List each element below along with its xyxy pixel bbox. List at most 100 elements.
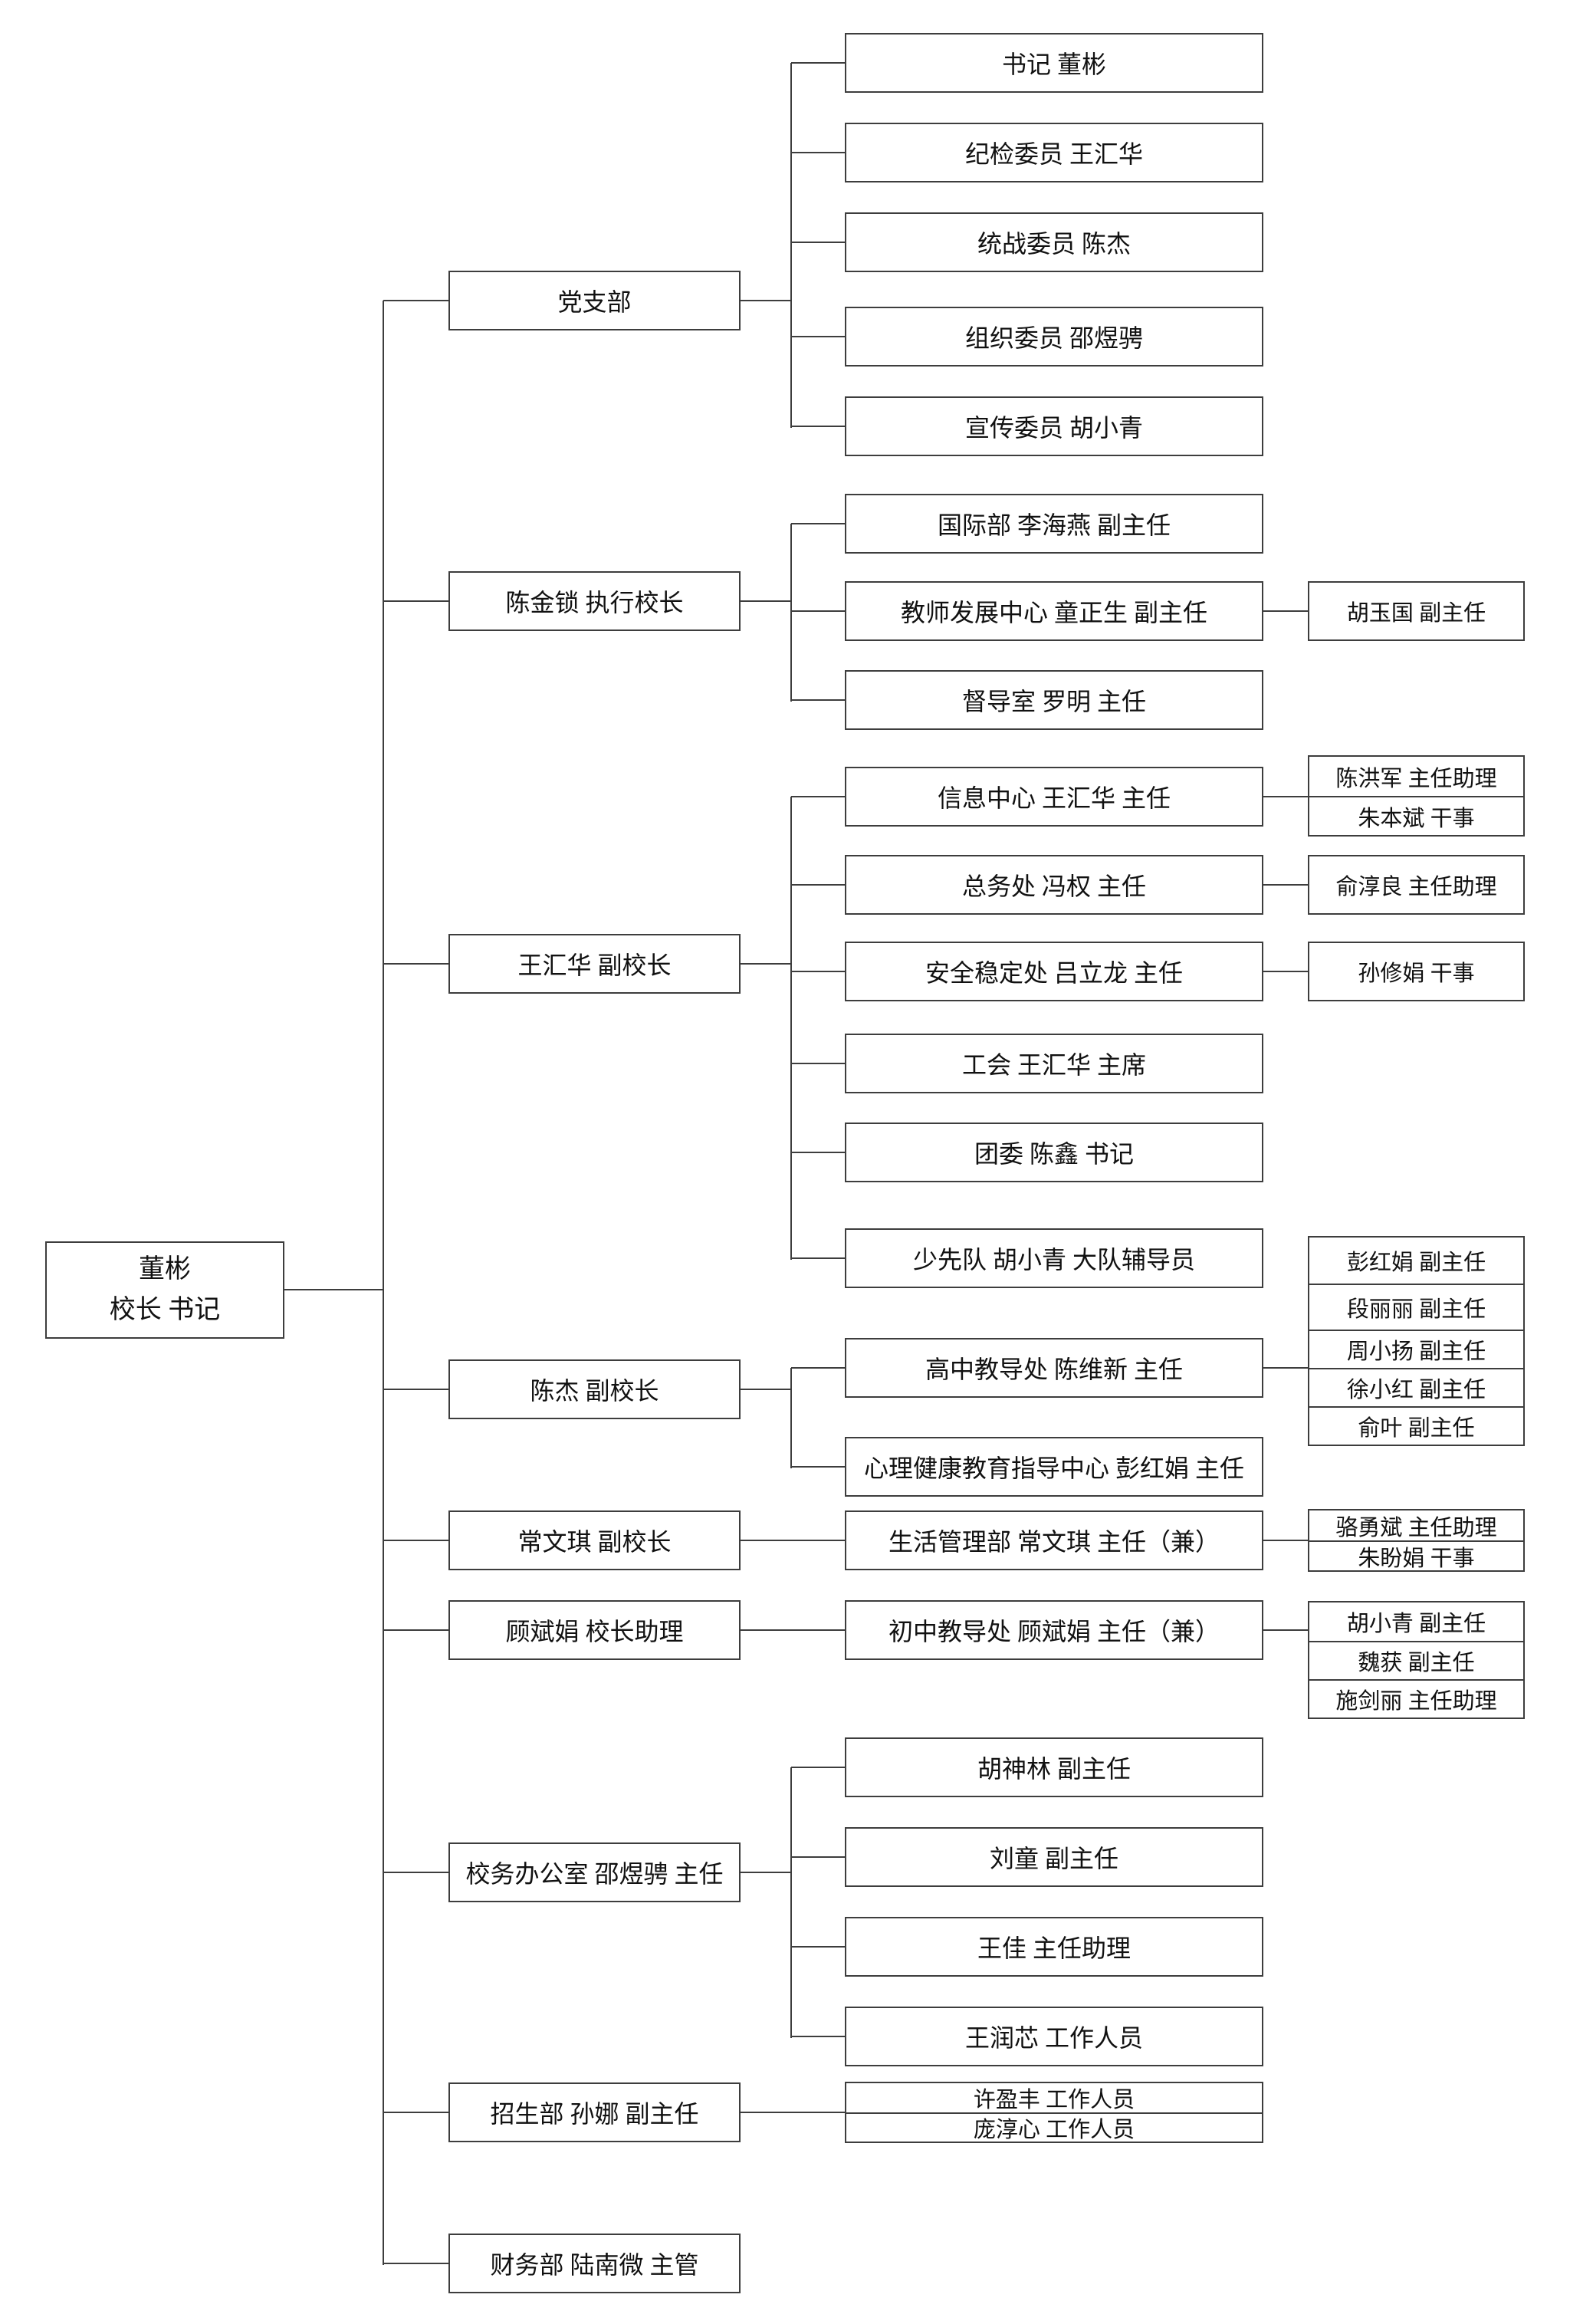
connector (791, 796, 845, 797)
node-organization-member: 组织委员 邵煜骋 (845, 307, 1263, 367)
node-executive-principal: 陈金锁 执行校长 (448, 571, 741, 631)
connector (383, 1540, 448, 1541)
node-staff-xuyingfeng: 许盈丰 工作人员 (973, 2088, 1135, 2112)
node-youth-league: 团委 陈鑫 书记 (845, 1123, 1263, 1182)
connector (790, 1368, 792, 1468)
connector (791, 699, 845, 701)
node-assistant-luoyongbin: 骆勇斌 主任助理 (1335, 1515, 1497, 1540)
connector (383, 2263, 448, 2264)
connector (791, 1152, 845, 1153)
node-finance-dept: 财务部 陆南微 主管 (448, 2234, 741, 2293)
connector (790, 1767, 792, 2038)
node-teacher-development-center: 教师发展中心 童正生 副主任 (845, 581, 1263, 641)
connector (741, 1540, 845, 1541)
node-deputy-director-hu: 胡神林 副主任 (845, 1737, 1263, 1797)
connector (791, 1767, 845, 1768)
node-publicity-member: 宣传委员 胡小青 (845, 396, 1263, 456)
node-principal-assistant-gu: 顾斌娟 校长助理 (448, 1600, 741, 1660)
node-secretary: 书记 董彬 (845, 33, 1263, 93)
node-vice-principal-chang: 常文琪 副校长 (448, 1510, 741, 1570)
connector (383, 2112, 448, 2113)
connector (791, 1856, 845, 1858)
node-labor-union: 工会 王汇华 主席 (845, 1034, 1263, 1093)
connector (383, 300, 448, 301)
node-party-branch: 党支部 (448, 271, 741, 330)
connector (741, 2112, 845, 2113)
connector (791, 1063, 845, 1064)
connector (383, 1389, 448, 1390)
connector (1263, 1629, 1308, 1631)
connector (791, 152, 845, 153)
connector (791, 523, 845, 524)
connector (1263, 884, 1308, 886)
node-international-dept: 国际部 李海燕 副主任 (845, 494, 1263, 554)
connector (383, 963, 448, 965)
connector (383, 1872, 448, 1873)
node-school-office: 校务办公室 邵煜骋 主任 (448, 1842, 741, 1902)
root-title: 校长 书记 (109, 1295, 221, 1324)
node-deputy-duanlili: 段丽丽 副主任 (1309, 1284, 1523, 1330)
stack-senior-high-deputies: 彭红娟 副主任 段丽丽 副主任 周小扬 副主任 徐小红 副主任 俞叶 副主任 (1308, 1236, 1525, 1446)
node-united-front-member: 统战委员 陈杰 (845, 212, 1263, 272)
stack-life-management-staff: 骆勇斌 主任助理 朱盼娟 干事 (1308, 1509, 1525, 1572)
node-information-center: 信息中心 王汇华 主任 (845, 767, 1263, 827)
node-assistant-yuchunliang: 俞淳良 主任助理 (1308, 855, 1525, 915)
connector (791, 2036, 845, 2037)
node-deputy-huxiaoqing: 胡小青 副主任 (1346, 1612, 1486, 1636)
node-clerk-zhupanjuan: 朱盼娟 干事 (1309, 1540, 1523, 1571)
node-deputy-director-liu: 刘童 副主任 (845, 1827, 1263, 1887)
connector (1263, 1540, 1308, 1541)
connector (1263, 610, 1308, 612)
connector (790, 524, 792, 702)
node-deputy-penghongjuan: 彭红娟 副主任 (1346, 1251, 1486, 1275)
node-vice-principal-chen: 陈杰 副校长 (448, 1359, 741, 1419)
node-senior-high-dean-office: 高中教导处 陈维新 主任 (845, 1338, 1263, 1398)
connector (791, 1466, 845, 1468)
node-clerk-zhubenbin: 朱本斌 干事 (1309, 796, 1523, 835)
root-name: 董彬 (139, 1254, 191, 1284)
node-deputy-director-huyuguo: 胡玉国 副主任 (1308, 581, 1525, 641)
node-admissions-dept: 招生部 孙娜 副主任 (448, 2082, 741, 2142)
node-deputy-zhouxiaoyang: 周小扬 副主任 (1309, 1330, 1523, 1368)
node-clerk-sunxiujuan: 孙修娟 干事 (1308, 942, 1525, 1001)
connector (383, 600, 448, 602)
stack-junior-high-staff: 胡小青 副主任 魏获 副主任 施剑丽 主任助理 (1308, 1601, 1525, 1719)
stack-information-center-staff: 陈洪军 主任助理 朱本斌 干事 (1308, 755, 1525, 837)
connector (741, 1629, 845, 1631)
connector (1263, 796, 1308, 797)
connector (791, 610, 845, 612)
node-supervision-office: 督导室 罗明 主任 (845, 670, 1263, 730)
connector (383, 1629, 448, 1631)
connector (790, 63, 792, 428)
connector (791, 242, 845, 243)
connector (741, 963, 791, 965)
connector (1263, 971, 1308, 972)
connector (790, 797, 792, 1260)
node-life-management-dept: 生活管理部 常文琪 主任（兼） (845, 1510, 1263, 1570)
connector (791, 426, 845, 427)
node-staff-wangrunxin: 王润芯 工作人员 (845, 2007, 1263, 2066)
node-general-affairs-office: 总务处 冯权 主任 (845, 855, 1263, 915)
node-young-pioneers: 少先队 胡小青 大队辅导员 (845, 1228, 1263, 1288)
connector (791, 971, 845, 972)
connector (791, 1946, 845, 1948)
connector (791, 1367, 845, 1369)
connector-trunk (383, 301, 384, 2265)
node-vice-principal-wang: 王汇华 副校长 (448, 934, 741, 994)
node-deputy-yuye: 俞叶 副主任 (1309, 1406, 1523, 1445)
stack-admissions-staff: 许盈丰 工作人员 庞淳心 工作人员 (845, 2082, 1263, 2143)
connector (741, 1389, 791, 1390)
connector (791, 336, 845, 337)
node-director-assistant-wangjia: 王佳 主任助理 (845, 1917, 1263, 1977)
connector (741, 1872, 791, 1873)
node-deputy-weihuo: 魏获 副主任 (1309, 1641, 1523, 1679)
connector (791, 884, 845, 886)
connector (791, 1257, 845, 1259)
node-deputy-xuxiaohong: 徐小红 副主任 (1309, 1368, 1523, 1406)
connector (741, 600, 791, 602)
node-staff-pangchunxin: 庞淳心 工作人员 (846, 2112, 1262, 2142)
node-principal-root: 董彬 校长 书记 (45, 1241, 284, 1339)
connector (1263, 1367, 1308, 1369)
connector (741, 300, 791, 301)
